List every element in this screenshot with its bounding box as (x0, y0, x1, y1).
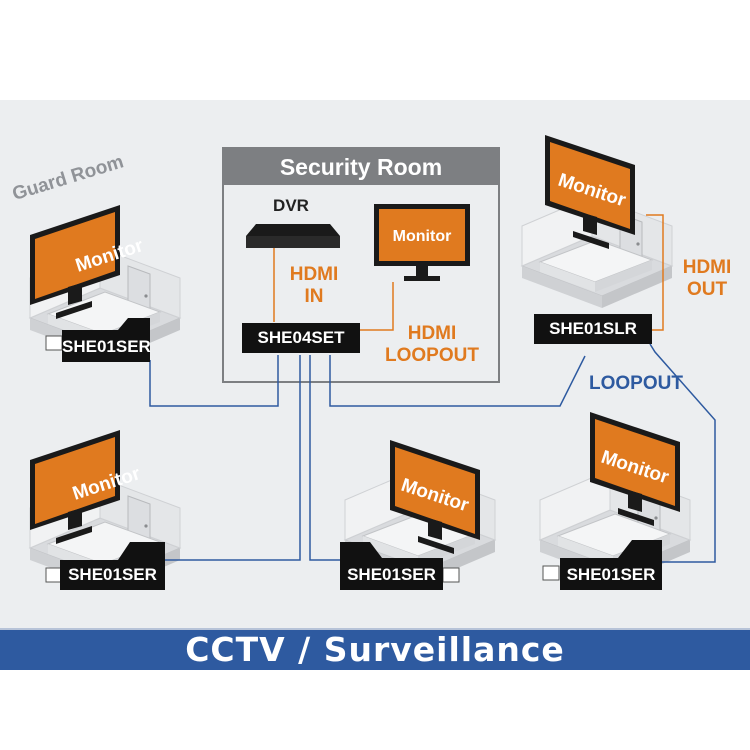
bottom-left-receiver-label: SHE01SER (68, 565, 157, 584)
hdmi-loopout-line (360, 282, 394, 331)
link-bottom-left (164, 355, 301, 561)
top-right-room-scene: Monitor (521, 135, 673, 309)
bottom-right-receiver-shape (560, 540, 662, 590)
banner-title: CCTV / Surveillance (185, 630, 565, 669)
guard-room-scene: Monitor (29, 205, 181, 361)
link-guard-room (149, 355, 279, 407)
port-guard (45, 335, 63, 351)
bottom-right-room-scene: Monitor (539, 412, 691, 583)
guard-receiver-shape (62, 318, 150, 362)
hdmi-out-line (646, 214, 664, 331)
dvr-label: DVR (273, 196, 309, 215)
hdmi-loopout-label: HDMI LOOPOUT (385, 323, 479, 366)
security-room-title: Security Room (279, 154, 443, 180)
loopout-label: LOOPOUT (589, 373, 683, 394)
bottom-right-receiver-label: SHE01SER (566, 565, 656, 584)
dvr-icon (246, 224, 340, 248)
link-loopout (649, 343, 716, 563)
network-links (149, 343, 716, 563)
hdmi-links (273, 214, 664, 331)
title-banner: CCTV / Surveillance (0, 628, 750, 670)
hdmi-out-label: HDMI OUT (682, 257, 732, 300)
bottom-middle-room-scene: Monitor (344, 440, 496, 583)
port-bottom-right (542, 565, 560, 581)
security-monitor-text: Monitor (393, 228, 452, 245)
security-monitor-icon: Monitor (374, 204, 470, 281)
port-bottom-middle (442, 567, 460, 583)
she01slr-label: SHE01SLR (534, 314, 652, 344)
security-room-header: Security Room (224, 149, 498, 185)
bottom-left-room-scene: Monitor (29, 430, 181, 591)
hdmi-in-label: HDMI IN (289, 264, 339, 307)
she04set-label: SHE04SET (242, 323, 360, 353)
bottom-middle-receiver-label: SHE01SER (347, 565, 436, 584)
guard-receiver-label: SHE01SER (62, 337, 151, 356)
bottom-middle-receiver-shape (340, 542, 443, 590)
link-top-right (329, 355, 586, 407)
bottom-left-receiver-shape (60, 542, 165, 590)
link-bottom-middle (309, 355, 345, 561)
